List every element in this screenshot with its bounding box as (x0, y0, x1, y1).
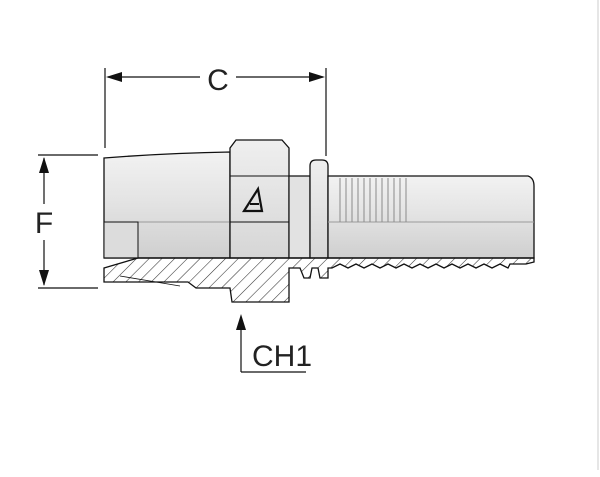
ch1-arrowhead (236, 314, 246, 330)
arrowhead-left (106, 72, 122, 82)
dimension-f: F (35, 154, 98, 289)
section-hatch (103, 257, 535, 303)
arrowhead-right (309, 72, 325, 82)
callout-ch1: CH1 (236, 314, 312, 373)
nose-chamfer (103, 221, 139, 259)
dimension-f-label: F (35, 207, 53, 240)
arrowhead-bottom (39, 270, 49, 286)
seat-line (119, 275, 181, 287)
neck (288, 175, 311, 259)
collar (309, 159, 329, 259)
fitting-section (103, 257, 535, 303)
dimension-c: C (104, 64, 327, 156)
dimension-c-label: C (207, 64, 229, 97)
ch1-label: CH1 (252, 340, 312, 373)
barbed-shank (327, 175, 535, 259)
arrowhead-top (39, 157, 49, 173)
barb-ridges (339, 178, 407, 222)
brand-logo-icon (241, 186, 264, 213)
fitting-exterior (103, 139, 535, 259)
